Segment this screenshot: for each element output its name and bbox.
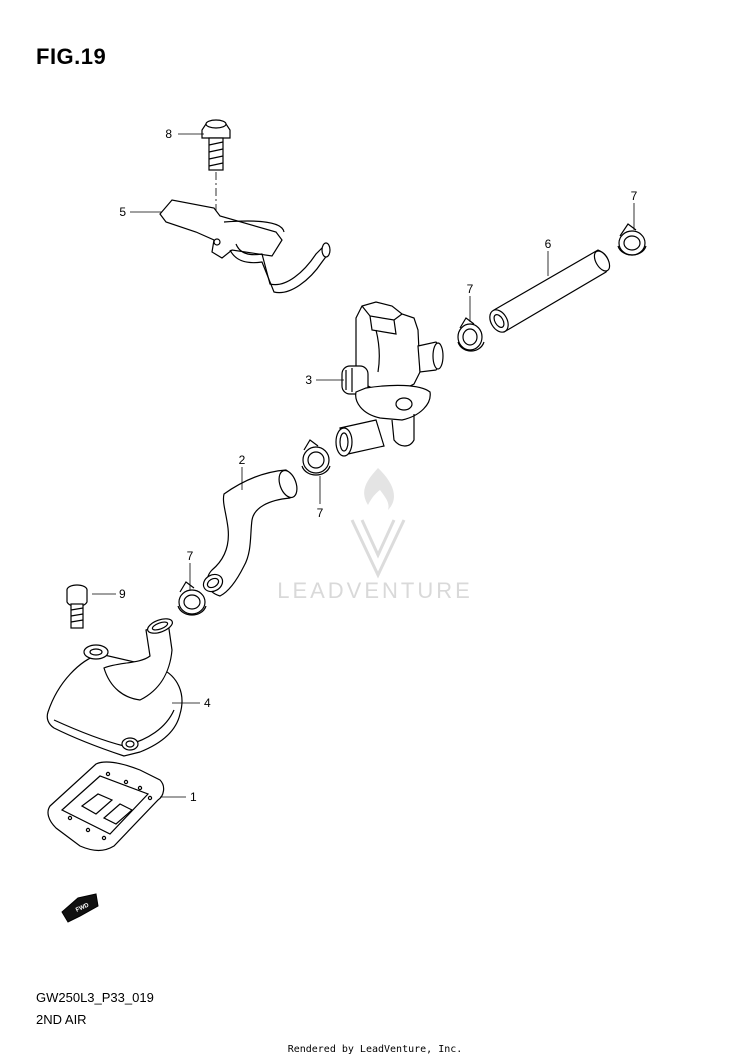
callout-7-upper-right: 7 [631,189,638,203]
callout-6: 6 [545,237,552,251]
part-7-clamp-mid-right[interactable] [457,317,485,352]
part-7-clamp-center[interactable] [301,439,331,476]
leader-lines [92,133,635,798]
diagram-name: 2ND AIR [36,1012,87,1027]
callout-7-center: 7 [317,506,324,520]
fwd-arrow-icon: FWD [61,893,99,923]
watermark-text: LEADVENTURE [277,578,473,603]
part-2-hose[interactable] [200,468,300,597]
part-7-clamp-lower-left[interactable] [177,581,207,616]
callout-5: 5 [119,205,126,219]
callout-7-lower-left: 7 [187,549,194,563]
part-5-bracket[interactable] [159,199,331,294]
part-9-bolt[interactable] [66,584,88,629]
callout-9: 9 [119,587,126,601]
callout-3: 3 [305,373,312,387]
part-6-hose[interactable] [486,248,613,335]
footer-credit: Rendered by LeadVenture, Inc. [287,1044,463,1055]
part-7-clamp-upper-right[interactable] [617,223,647,256]
part-4-cover[interactable] [46,616,183,757]
part-8-bolt[interactable] [201,119,231,171]
callout-2: 2 [239,453,246,467]
part-3-valve[interactable] [335,301,444,457]
diagram-code: GW250L3_P33_019 [36,990,154,1005]
part-1-reed-plate[interactable] [47,761,165,852]
leadventure-logo-icon [350,468,406,579]
callout-1: 1 [190,790,197,804]
callout-8: 8 [165,127,172,141]
callout-7-mid-right: 7 [467,282,474,296]
callout-4: 4 [204,696,211,710]
fwd-label: FWD [75,902,91,913]
figure-title: FIG.19 [36,44,107,69]
